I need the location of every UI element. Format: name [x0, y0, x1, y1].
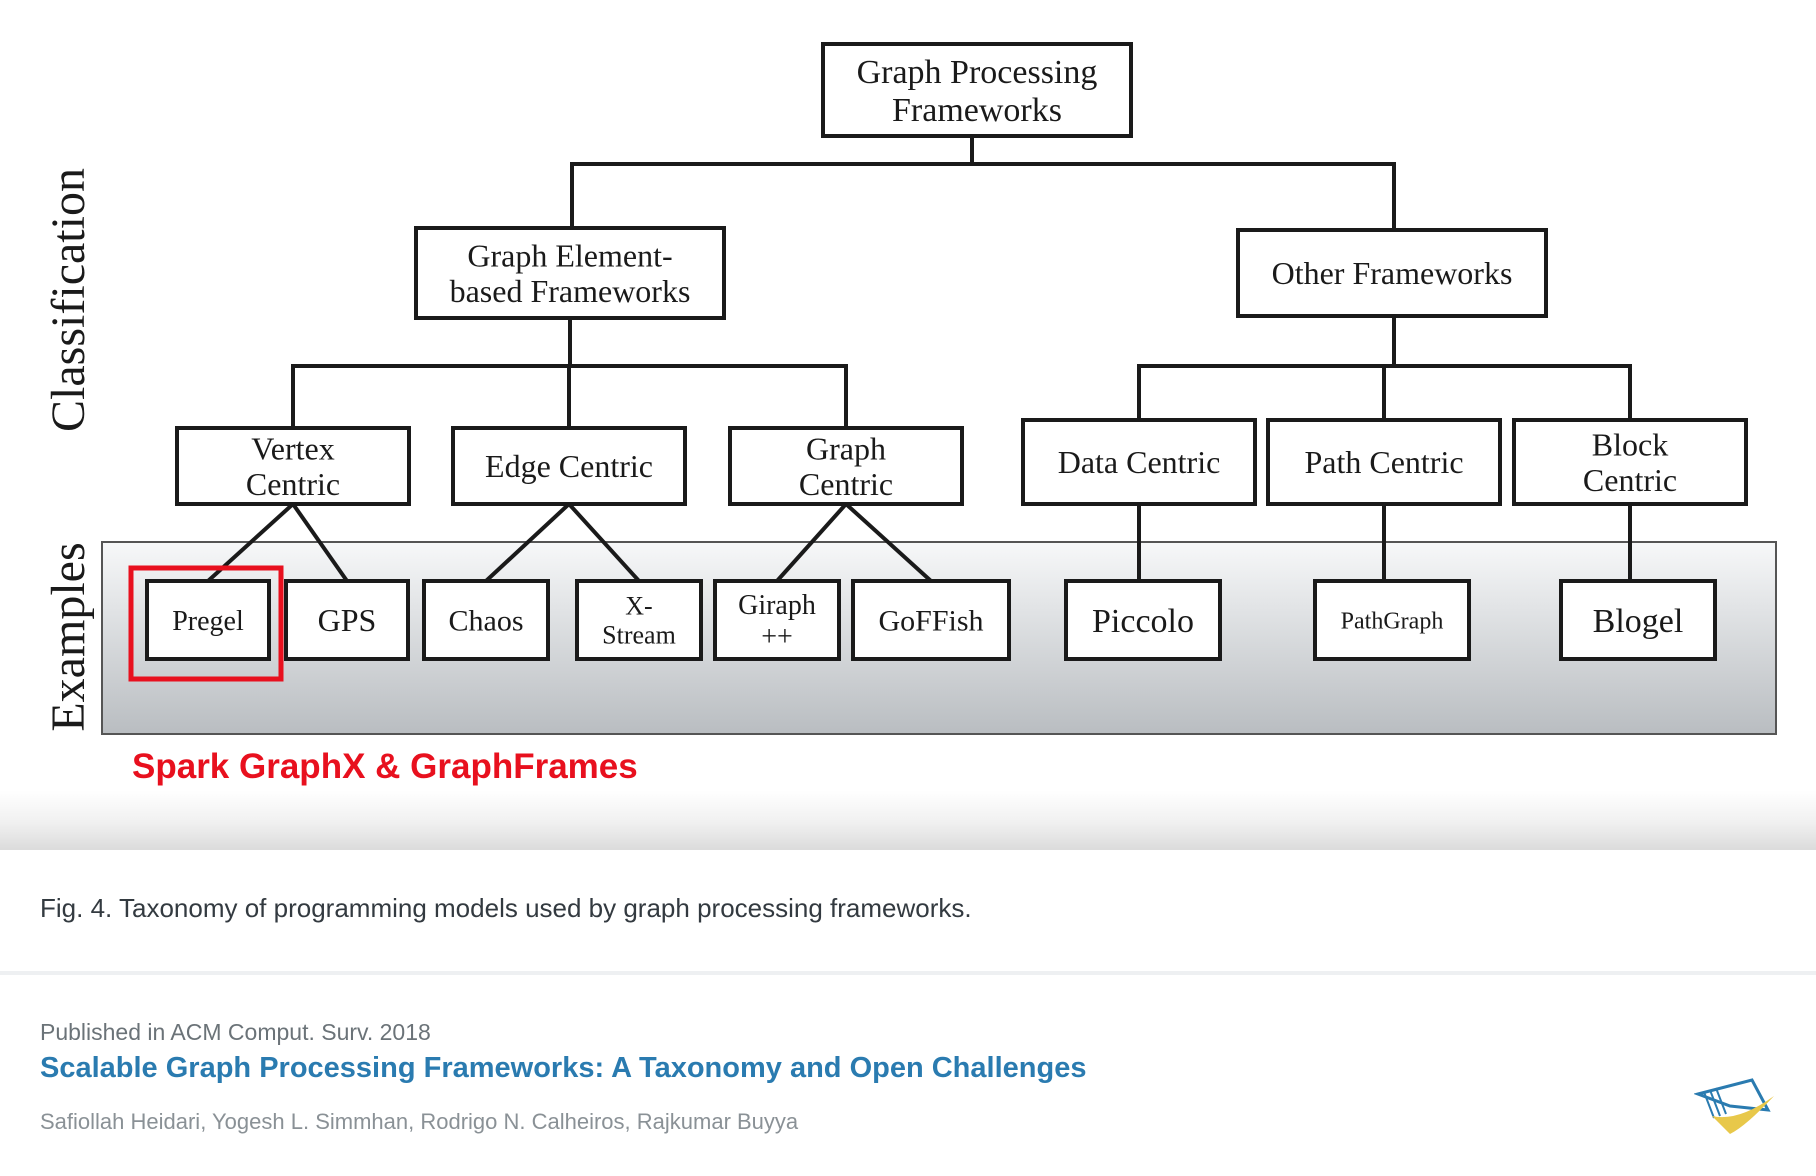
node-box: [422, 579, 550, 661]
graph-element-based-node: Graph Element-based Frameworks: [414, 226, 726, 320]
node-box: [821, 42, 1133, 138]
node-box: [1021, 418, 1257, 506]
tree-edge: [483, 501, 572, 584]
node-box: [713, 579, 841, 661]
tree-edge: [290, 501, 350, 584]
gps-example: GPS: [284, 579, 410, 661]
node-box: [414, 226, 726, 320]
edge-centric-node: Edge Centric: [451, 426, 687, 506]
node-box: [1512, 418, 1748, 506]
giraph-example: Giraph++: [713, 579, 841, 661]
node-box: [1064, 579, 1222, 661]
node-box: [1266, 418, 1502, 506]
node-label: GPS: [318, 602, 377, 638]
node-box: [1313, 579, 1471, 661]
figure-image: Classification Examples Graph Processing…: [0, 42, 1816, 850]
x-stream-example: X-Stream: [575, 579, 703, 661]
node-label: Other Frameworks: [1272, 255, 1513, 291]
pregel-highlight-box: [128, 565, 284, 682]
node-box: [175, 426, 411, 506]
node-box: [1559, 579, 1717, 661]
piccolo-example: Piccolo: [1064, 579, 1222, 661]
path-centric-node: Path Centric: [1266, 418, 1502, 506]
classification-side-label: Classification: [42, 168, 95, 432]
image-fold-shadow: [0, 790, 1816, 850]
node-label: Blogel: [1593, 603, 1684, 640]
data-centric-node: Data Centric: [1021, 418, 1257, 506]
node-label: GoFFish: [878, 605, 983, 638]
node-box: [451, 426, 687, 506]
node-box: [1236, 228, 1548, 318]
chaos-example: Chaos: [422, 579, 550, 661]
node-label: Giraph++: [738, 590, 816, 652]
tree-edges: [205, 134, 1632, 584]
tree-edge: [774, 501, 849, 584]
spark-annotation: Spark GraphX & GraphFrames: [132, 747, 638, 786]
node-label: Edge Centric: [485, 448, 653, 484]
taxonomy-diagram: Classification Examples Graph Processing…: [42, 42, 1777, 786]
node-box: [575, 579, 703, 661]
tree-edge: [566, 501, 642, 584]
node-label: PathGraph: [1341, 608, 1444, 634]
node-box: [851, 579, 1011, 661]
node-label: Path Centric: [1304, 444, 1463, 480]
node-label: Pregel: [172, 606, 244, 637]
goffish-example: GoFFish: [851, 579, 1011, 661]
publisher-logo-icon[interactable]: [1694, 1076, 1778, 1136]
examples-side-label: Examples: [42, 542, 95, 731]
node-box: [728, 426, 964, 506]
node-label: Chaos: [449, 605, 524, 638]
node-label: X-Stream: [602, 592, 676, 650]
figure-caption: Fig. 4. Taxonomy of programming models u…: [40, 893, 972, 923]
pathgraph-example: PathGraph: [1313, 579, 1471, 661]
node-label: Graph Element-based Frameworks: [450, 237, 691, 309]
node-label: Data Centric: [1058, 444, 1221, 480]
section-divider: [0, 971, 1816, 975]
paper-title-link[interactable]: Scalable Graph Processing Frameworks: A …: [40, 1052, 1087, 1084]
paper-authors: Safiollah Heidari, Yogesh L. Simmhan, Ro…: [40, 1109, 799, 1134]
node-box: [284, 579, 410, 661]
publication-venue: Published in ACM Comput. Surv. 2018: [40, 1019, 431, 1045]
node-label: Piccolo: [1092, 603, 1194, 640]
tree-edge: [843, 501, 934, 584]
pregel-example: Pregel: [145, 579, 271, 661]
blogel-example: Blogel: [1559, 579, 1717, 661]
node-box: [145, 579, 271, 661]
other-frameworks-node: Other Frameworks: [1236, 228, 1548, 318]
